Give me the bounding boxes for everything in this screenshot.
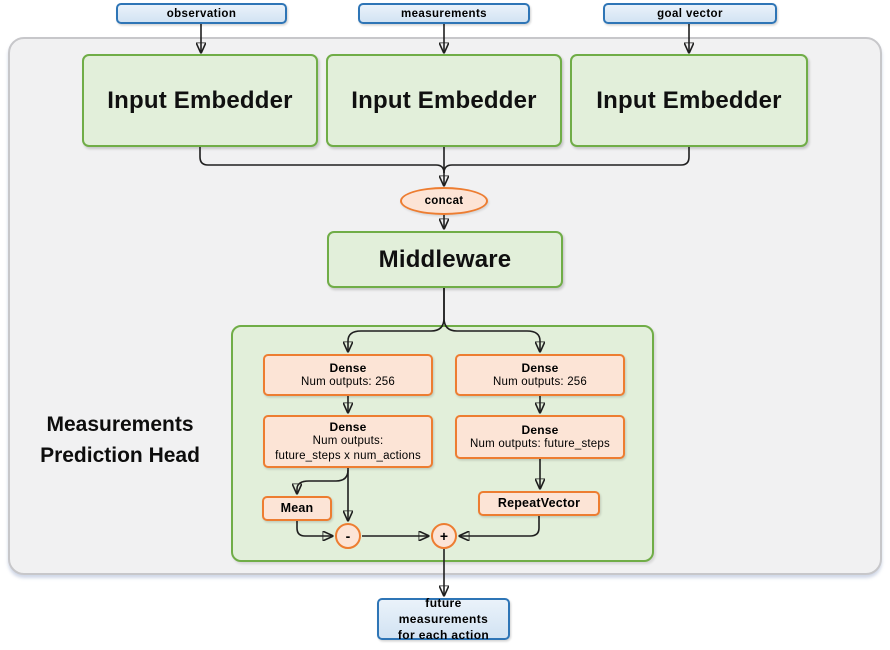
dense-left-2-title: Dense	[329, 419, 367, 434]
head-label: Measurements Prediction Head	[15, 409, 225, 471]
mean-node: Mean	[262, 496, 332, 521]
dense-left-1: Dense Num outputs: 256	[263, 354, 433, 396]
output-box: future measurements for each action	[377, 596, 510, 642]
input-embedder-2: Input Embedder	[326, 54, 562, 147]
left-branch-wires	[297, 468, 429, 536]
concat-node: concat	[400, 187, 488, 215]
head-label-line1: Measurements	[46, 413, 194, 436]
dense-right-1-line1: Num outputs: 256	[493, 376, 587, 388]
dense-left-2-line1: Num outputs:	[312, 435, 384, 448]
input-goal-vector: goal vector	[603, 3, 777, 24]
subtract-op-node: -	[335, 523, 361, 549]
input-arrows	[201, 24, 689, 53]
dense-right-2-line1: Num outputs: future_steps	[470, 438, 610, 450]
input-embedder-1: Input Embedder	[82, 54, 318, 147]
input-observation: observation	[116, 3, 287, 24]
output-line1: future measurements	[398, 596, 489, 626]
middleware-node: Middleware	[327, 231, 563, 288]
repeat-vector-node: RepeatVector	[478, 491, 600, 516]
add-op-node: +	[431, 523, 457, 549]
input-embedder-3: Input Embedder	[570, 54, 808, 147]
input-measurements: measurements	[358, 3, 530, 24]
right-branch-wires	[459, 459, 540, 536]
head-label-line2: Prediction Head	[40, 444, 200, 467]
dense-left-2-line2: future_steps x num_actions	[275, 449, 421, 462]
dense-left-1-title: Dense	[329, 360, 367, 375]
dense-left-2: Dense Num outputs: future_steps x num_ac…	[263, 415, 433, 468]
dense-right-2: Dense Num outputs: future_steps	[455, 415, 625, 459]
dense-right-1: Dense Num outputs: 256	[455, 354, 625, 396]
dense-right-2-title: Dense	[521, 422, 559, 437]
middleware-branch-arrows	[348, 288, 540, 352]
embedder-merge-wires	[199, 147, 690, 186]
dense-left-1-line1: Num outputs: 256	[301, 376, 395, 388]
output-line2: for each action	[397, 628, 490, 642]
dense-column-arrows	[348, 396, 540, 413]
dense-right-1-title: Dense	[521, 360, 559, 375]
